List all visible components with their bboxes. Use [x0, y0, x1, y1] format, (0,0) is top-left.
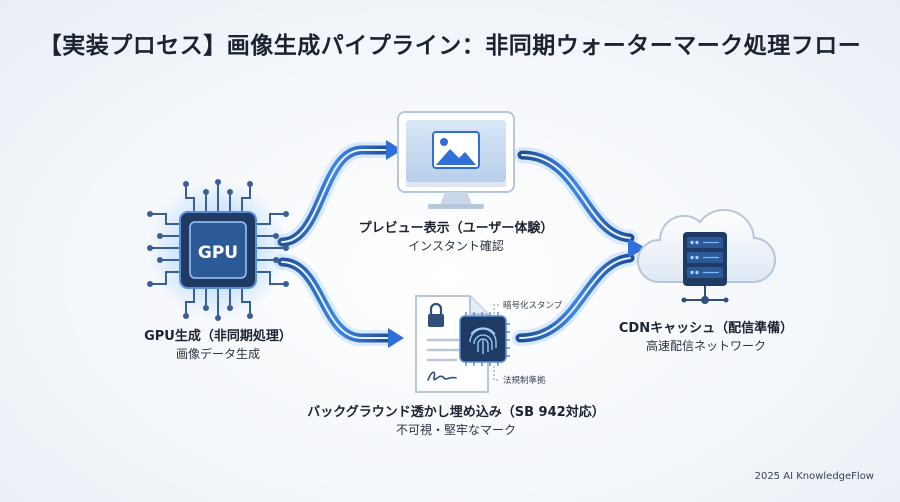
preview-node-title: プレビュー表示（ユーザー体験）: [358, 221, 554, 236]
arrow-head-cdn: [628, 238, 646, 258]
cdn-cloud-server-icon: [637, 208, 776, 304]
cdn-node-title: CDNキャッシュ（配信準備）: [618, 321, 794, 336]
watermark-node-title: バックグラウンド透かし埋め込み（SB 942対応）: [307, 405, 605, 420]
signature-icon: [427, 371, 457, 381]
footer-credit: 2025 AI KnowledgeFlow: [754, 471, 874, 482]
page-title: 【実装プロセス】画像生成パイプライン：非同期ウォーターマーク処理フロー: [38, 33, 862, 59]
fingerprint-icon: [469, 327, 497, 354]
gpu-node-subtitle: 画像データ生成: [175, 346, 260, 361]
lock-icon: [428, 302, 444, 327]
watermark-node-subtitle: 不可視・堅牢なマーク: [395, 422, 516, 437]
flow-pipes: [274, 140, 646, 348]
gpu-chip-icon: GPU: [147, 179, 289, 321]
gpu-node-label: GPU生成（非同期処理） 画像データ生成: [118, 328, 318, 362]
preview-node-subtitle: インスタント確認: [408, 238, 504, 253]
preview-node-label: プレビュー表示（ユーザー体験） インスタント確認: [336, 220, 576, 254]
arrow-head-watermark: [388, 328, 404, 348]
monitor-icon: [397, 111, 515, 209]
arrow-head-preview: [386, 140, 402, 160]
gpu-node-title: GPU生成（非同期処理）: [144, 329, 292, 344]
watermark-node-label: バックグラウンド透かし埋め込み（SB 942対応） 不可視・堅牢なマーク: [286, 404, 626, 438]
cdn-node-subtitle: 高速配信ネットワーク: [645, 338, 766, 353]
gpu-chip-label: GPU: [198, 243, 238, 263]
watermark-document-icon: [415, 295, 510, 393]
cdn-node-label: CDNキャッシュ（配信準備） 高速配信ネットワーク: [606, 320, 806, 354]
regulation-compliance-tag: 法規制準拠: [503, 376, 546, 386]
encryption-stamp-tag: 暗号化スタンプ: [503, 301, 563, 311]
